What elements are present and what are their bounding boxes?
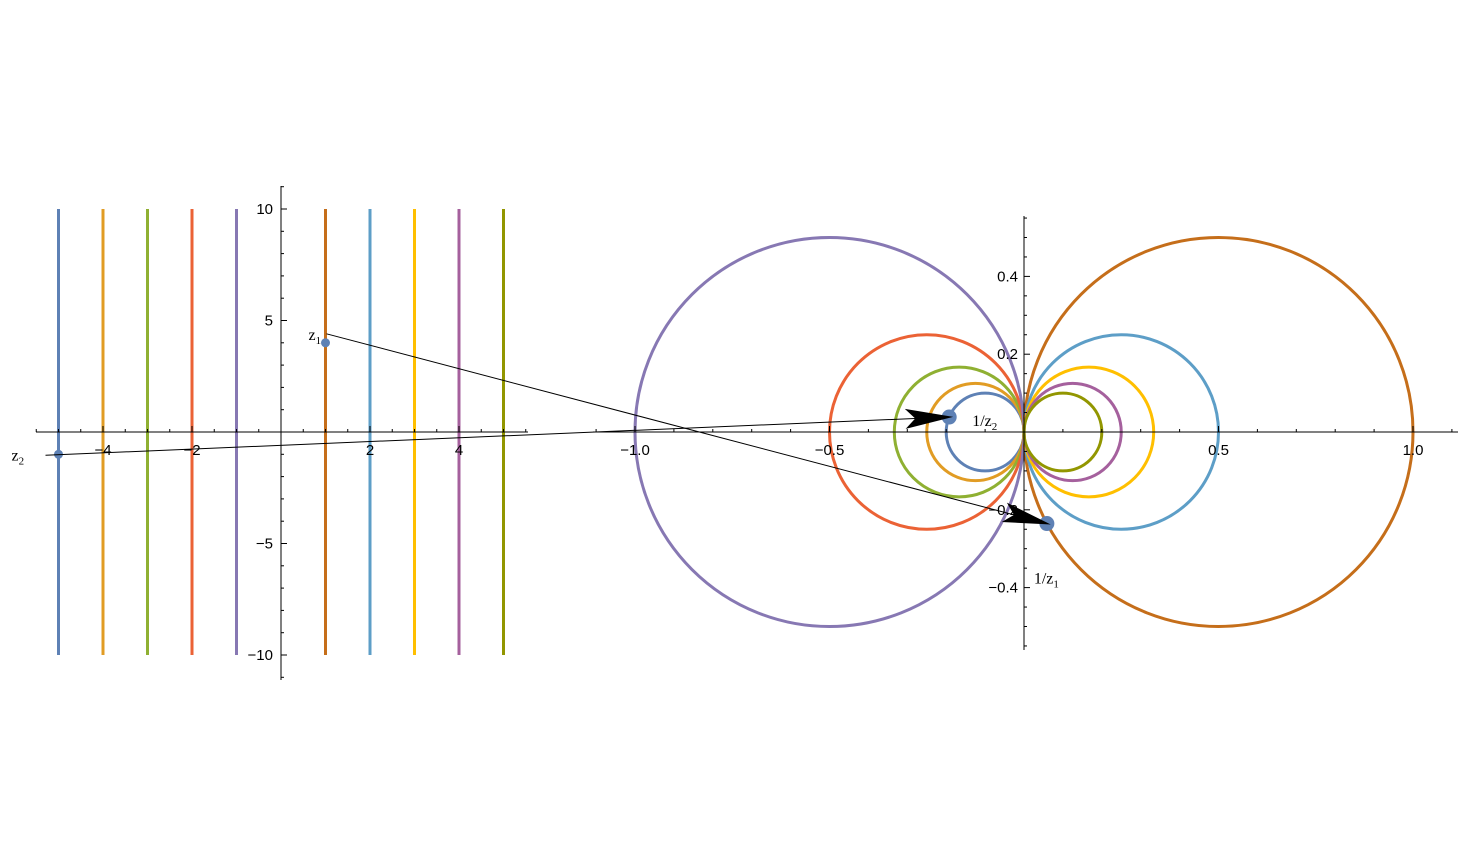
- z-plane-point-label-z2: z2: [12, 447, 25, 467]
- w-plane-x-tick-label-0-5: −0.5: [815, 442, 845, 459]
- z-plane-point-label-z1: z1: [309, 327, 322, 347]
- z-plane-tick-labels: −4 −2 2 4 10 5 −5 −10: [94, 201, 463, 664]
- z-plane-points: z1 z2: [12, 327, 330, 467]
- w-plane-point-label-inv-z2: 1/z2: [972, 413, 997, 433]
- z-plane-y-tick-label-5: 5: [265, 313, 273, 330]
- z-plane-y-tick-label-10: 10: [256, 201, 273, 218]
- arrow-z2-to-inv-z2: [45, 408, 954, 456]
- z-plane-axes: [35, 186, 528, 680]
- w-plane-point-label-inv-z1: 1/z1: [1034, 571, 1059, 591]
- w-plane-y-tick-label-0-2: 0.2: [997, 346, 1018, 363]
- w-plane-plot: −1.0 −0.5 0.5 1.0 0.4 0.2 −0.2 −0.4 1/z1 1/z2: [593, 216, 1458, 650]
- w-plane-x-tick-label-1: 1.0: [1403, 442, 1424, 459]
- w-plane-x-tick-label-1: −1.0: [620, 442, 650, 459]
- w-plane-y-tick-label-0-4: −0.4: [988, 580, 1018, 597]
- z-plane-x-tick-label-2: 2: [366, 442, 374, 459]
- z-plane-x-tick-label-4: −4: [94, 442, 111, 459]
- z-plane-point-z1: [321, 338, 330, 348]
- z-plane-x-tick-label-2: −2: [183, 442, 200, 459]
- mapping-arrows: [45, 333, 1051, 525]
- w-plane-y-tick-label-0-4: 0.4: [997, 268, 1018, 285]
- z-plane-y-tick-label-5: −5: [256, 536, 273, 553]
- arrow-z1-to-inv-z1: [326, 333, 1051, 525]
- z-plane-x-tick-label-4: 4: [455, 442, 463, 459]
- w-plane-axes: [593, 216, 1458, 650]
- w-plane-x-tick-label-0-5: 0.5: [1208, 442, 1229, 459]
- z-plane-y-tick-label-10: −10: [248, 647, 273, 664]
- w-plane-y-tick-label-0-2: −0.2: [988, 502, 1018, 519]
- z-plane-plot: −4 −2 2 4 10 5 −5 −10 z1 z2: [12, 186, 528, 680]
